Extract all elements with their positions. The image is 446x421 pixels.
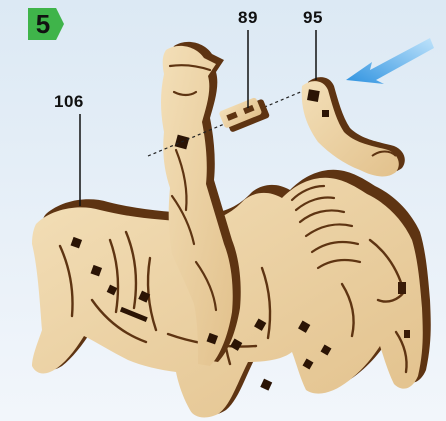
- horse-nostril: [404, 330, 410, 338]
- horse-eye: [398, 282, 406, 294]
- arrow-icon: [346, 38, 434, 84]
- arm-slot: [307, 89, 320, 102]
- arm-slot-small: [322, 110, 329, 117]
- part-label-95: 95: [303, 8, 323, 28]
- part-label-106: 106: [54, 92, 84, 112]
- peg-part-89: [219, 95, 271, 134]
- arm-part-95: [302, 77, 405, 176]
- step-number: 5: [30, 8, 56, 40]
- part-label-89: 89: [238, 8, 258, 28]
